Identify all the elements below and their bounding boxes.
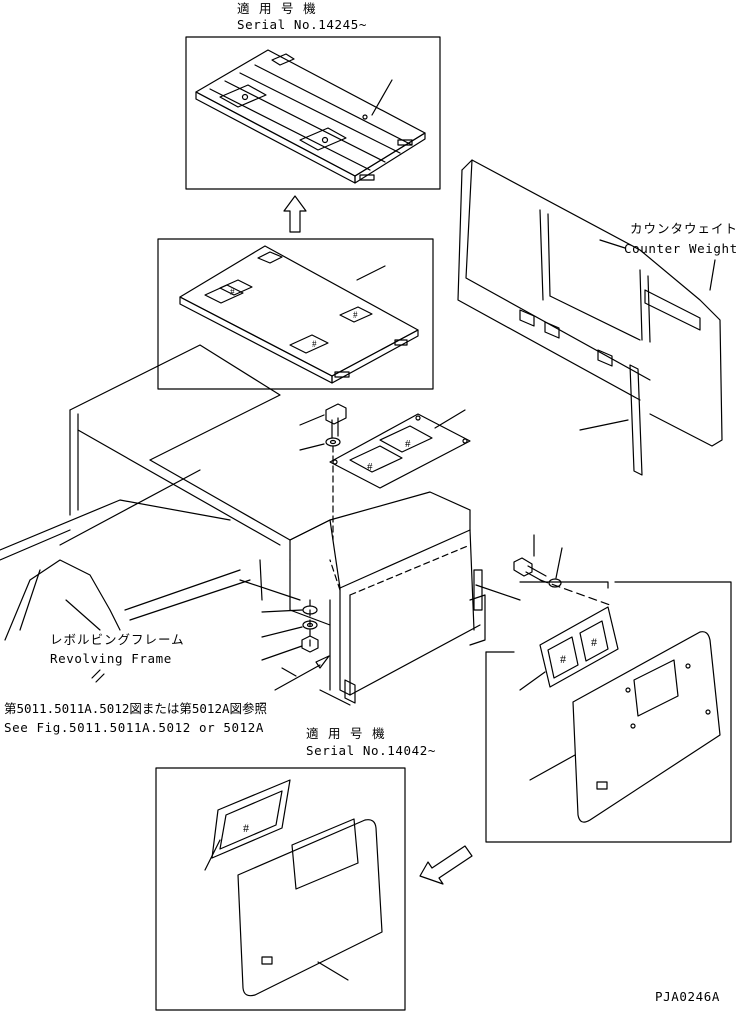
- counter-weight-label-jp: カウンタウェイト: [630, 221, 739, 236]
- svg-text:#: #: [353, 310, 358, 320]
- figure-reference-label-jp: 第5011.5011A.5012図または第5012A図参照: [4, 701, 268, 716]
- counter-weight-label-en: Counter Weight: [624, 241, 738, 256]
- mid-serial-label-jp: 適 用 号 機: [306, 726, 386, 741]
- door-panel-new: [529, 631, 721, 823]
- top-serial-label-en: Serial No.14245~: [237, 17, 368, 32]
- washer-right: [548, 547, 563, 588]
- bolt-right: [513, 534, 547, 583]
- svg-text:#: #: [405, 438, 411, 450]
- cover-plate-center: # #: [329, 409, 471, 489]
- revolving-frame-label-jp: レボルビングフレーム: [50, 632, 185, 647]
- revolving-frame-label-en: Revolving Frame: [50, 651, 172, 666]
- svg-text:#: #: [312, 339, 317, 349]
- grille-frame-new: # #: [519, 606, 619, 691]
- washer-left-2: [261, 620, 318, 638]
- door-panel-old: [237, 818, 383, 997]
- down-left-arrow-icon: [419, 845, 473, 885]
- battery-box-frame: [289, 491, 486, 706]
- bolt-arrow-icon: [274, 655, 330, 691]
- svg-text:#: #: [230, 287, 235, 297]
- top-serial-label-jp: 適 用 号 機: [237, 1, 317, 16]
- floor-plate-old: # # #: [179, 245, 419, 384]
- svg-text:#: #: [560, 652, 566, 666]
- detail-box-top: [185, 36, 441, 190]
- grille-frame-old: #: [204, 779, 291, 871]
- drawing-code: PJA0246A: [655, 989, 721, 1004]
- up-arrow-icon: [283, 195, 307, 233]
- svg-text:#: #: [367, 461, 373, 473]
- detail-box-door-old: #: [155, 767, 406, 1011]
- detail-box-floor-plate: # # #: [157, 238, 434, 390]
- bolt-top: [299, 403, 347, 439]
- washer-top: [299, 437, 341, 451]
- figure-reference-label-en: See Fig.5011.5011A.5012 or 5012A: [4, 720, 265, 735]
- svg-text:#: #: [591, 635, 597, 649]
- counter-weight: [457, 159, 723, 476]
- detail-box-door-new: # #: [485, 581, 732, 843]
- floor-plate-new: [195, 49, 426, 184]
- mid-serial-label-en: Serial No.14042~: [306, 743, 437, 758]
- svg-text:#: #: [243, 821, 249, 835]
